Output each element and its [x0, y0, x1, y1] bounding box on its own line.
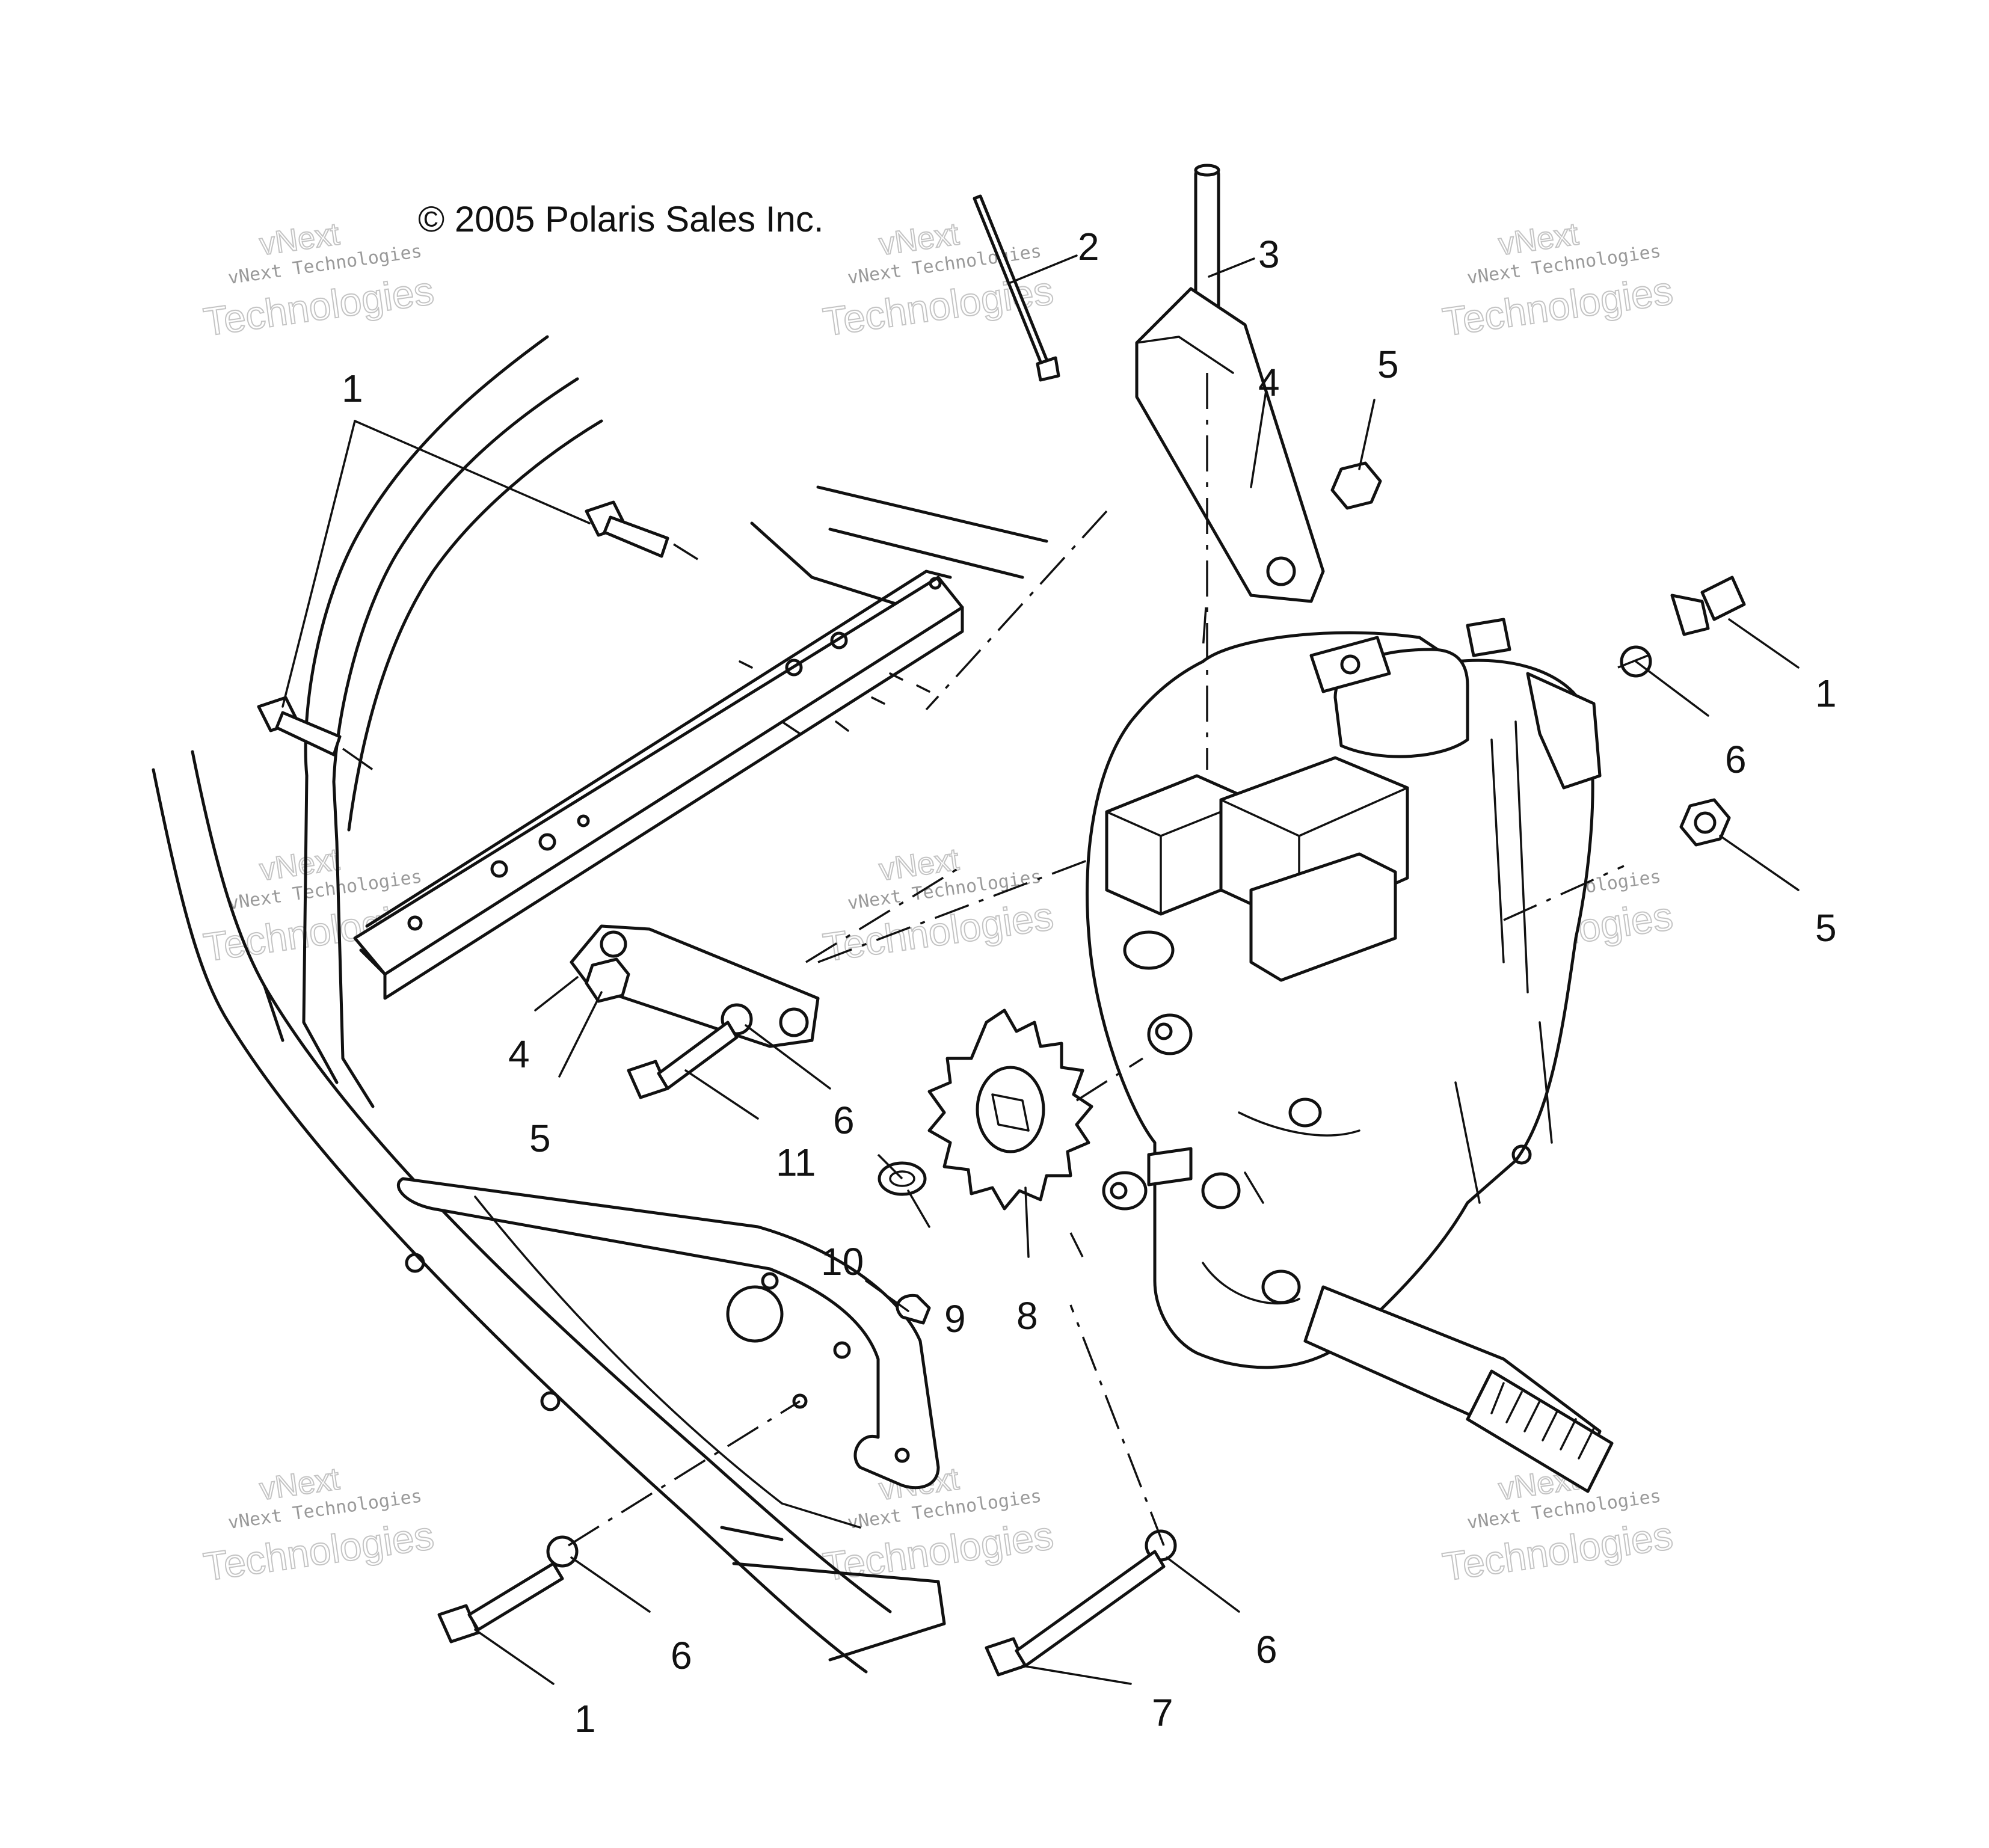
- part-1-bolt-left: [257, 696, 342, 757]
- callout-5-top: 5: [1377, 343, 1399, 386]
- callout-6-bottom-left: 6: [671, 1634, 692, 1677]
- part-7-bolt: [985, 1550, 1166, 1677]
- part-1-bolt-top: [585, 500, 669, 558]
- part-6-washer-bottom-left: [546, 1535, 579, 1568]
- chassis-frame: [152, 335, 1048, 1674]
- part-1-bolt-bottom: [437, 1562, 564, 1644]
- callout-4-lower: 4: [508, 1033, 530, 1076]
- copyright-notice: © 2005 Polaris Sales Inc.: [418, 199, 824, 239]
- callout-10: 10: [821, 1240, 864, 1283]
- part-5-nut-top: [1330, 461, 1382, 510]
- part-5-nut-right: [1679, 798, 1731, 847]
- callout-2: 2: [1078, 225, 1099, 268]
- part-4-bracket-upper: [1135, 287, 1325, 603]
- callout-6-bottom: 6: [1256, 1628, 1277, 1671]
- part-8-sprocket: [927, 1008, 1093, 1211]
- callout-1-bottom: 1: [574, 1697, 596, 1740]
- part-5-nut-left: [585, 957, 630, 1003]
- callout-leaders: [281, 254, 1800, 1685]
- callout-labels: 1 2 3 4 5 1 6 5 4 5 6 11 10 9 8 1 6 7 6: [342, 225, 1837, 1740]
- callout-3: 3: [1258, 233, 1280, 276]
- gearbox-housing: [1086, 618, 1614, 1493]
- assembly-centerlines: [342, 373, 1649, 1547]
- callout-11: 11: [776, 1141, 816, 1184]
- callout-1-top: 1: [342, 367, 363, 410]
- callout-7: 7: [1152, 1691, 1173, 1734]
- callout-6-lower: 6: [833, 1099, 855, 1142]
- callout-5-lower: 5: [529, 1117, 551, 1160]
- part-10-clip: [896, 1294, 931, 1325]
- part-1-bolt-right: [1670, 576, 1746, 636]
- callout-1-right: 1: [1815, 672, 1837, 715]
- part-11-bolt: [627, 1021, 739, 1099]
- callout-4-top: 4: [1258, 361, 1280, 404]
- callout-8: 8: [1016, 1294, 1038, 1337]
- callout-5-right: 5: [1815, 906, 1837, 950]
- callout-6-right: 6: [1725, 738, 1747, 781]
- callout-9: 9: [944, 1297, 966, 1340]
